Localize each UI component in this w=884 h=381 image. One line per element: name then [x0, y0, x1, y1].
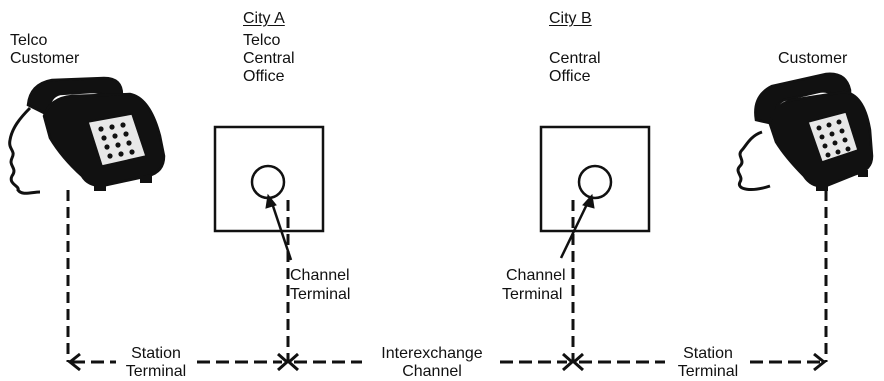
city-b-office-label-line1: Central: [549, 50, 601, 67]
telco-customer-label-line1: Telco: [10, 32, 48, 49]
station-terminal-right-label-line1: Station: [683, 345, 733, 362]
station-terminal-left-label-line2: Terminal: [125, 363, 187, 380]
channel-terminal-a-pointer: [269, 199, 293, 261]
channel-terminal-b-label-line1: Channel: [506, 267, 566, 284]
city-a-office-label-line3: Office: [243, 68, 285, 85]
city-b-office-box: [539, 125, 651, 233]
city-b-channel-terminal-circle: [577, 164, 613, 200]
channel-terminal-b-pointer: [559, 199, 591, 259]
interexchange-label-line2: Channel: [402, 363, 462, 380]
city-a-channel-terminal-circle: [250, 164, 286, 200]
city-b-office-label-line2: Office: [549, 68, 591, 85]
city-a-office-label-line2: Central: [243, 50, 295, 67]
left-telephone-icon: [8, 76, 166, 195]
interexchange-label-line1: Interexchange: [381, 345, 483, 362]
station-terminal-left-label-line1: Station: [131, 345, 181, 362]
channel-terminal-a-label-line2: Terminal: [290, 286, 351, 303]
right-telephone-icon: [736, 72, 874, 191]
customer-label: Customer: [778, 50, 848, 67]
city-a-label: City A: [243, 10, 285, 27]
channel-terminal-a-label-line1: Channel: [290, 267, 350, 284]
city-a-office-box: [213, 125, 325, 233]
channel-terminal-b-label-line2: Terminal: [502, 286, 563, 303]
city-a-office-label-line1: Telco: [243, 32, 281, 49]
telco-customer-label-line2: Customer: [10, 50, 80, 67]
station-terminal-right-label-line2: Terminal: [677, 363, 739, 380]
city-b-label: City B: [549, 10, 592, 27]
